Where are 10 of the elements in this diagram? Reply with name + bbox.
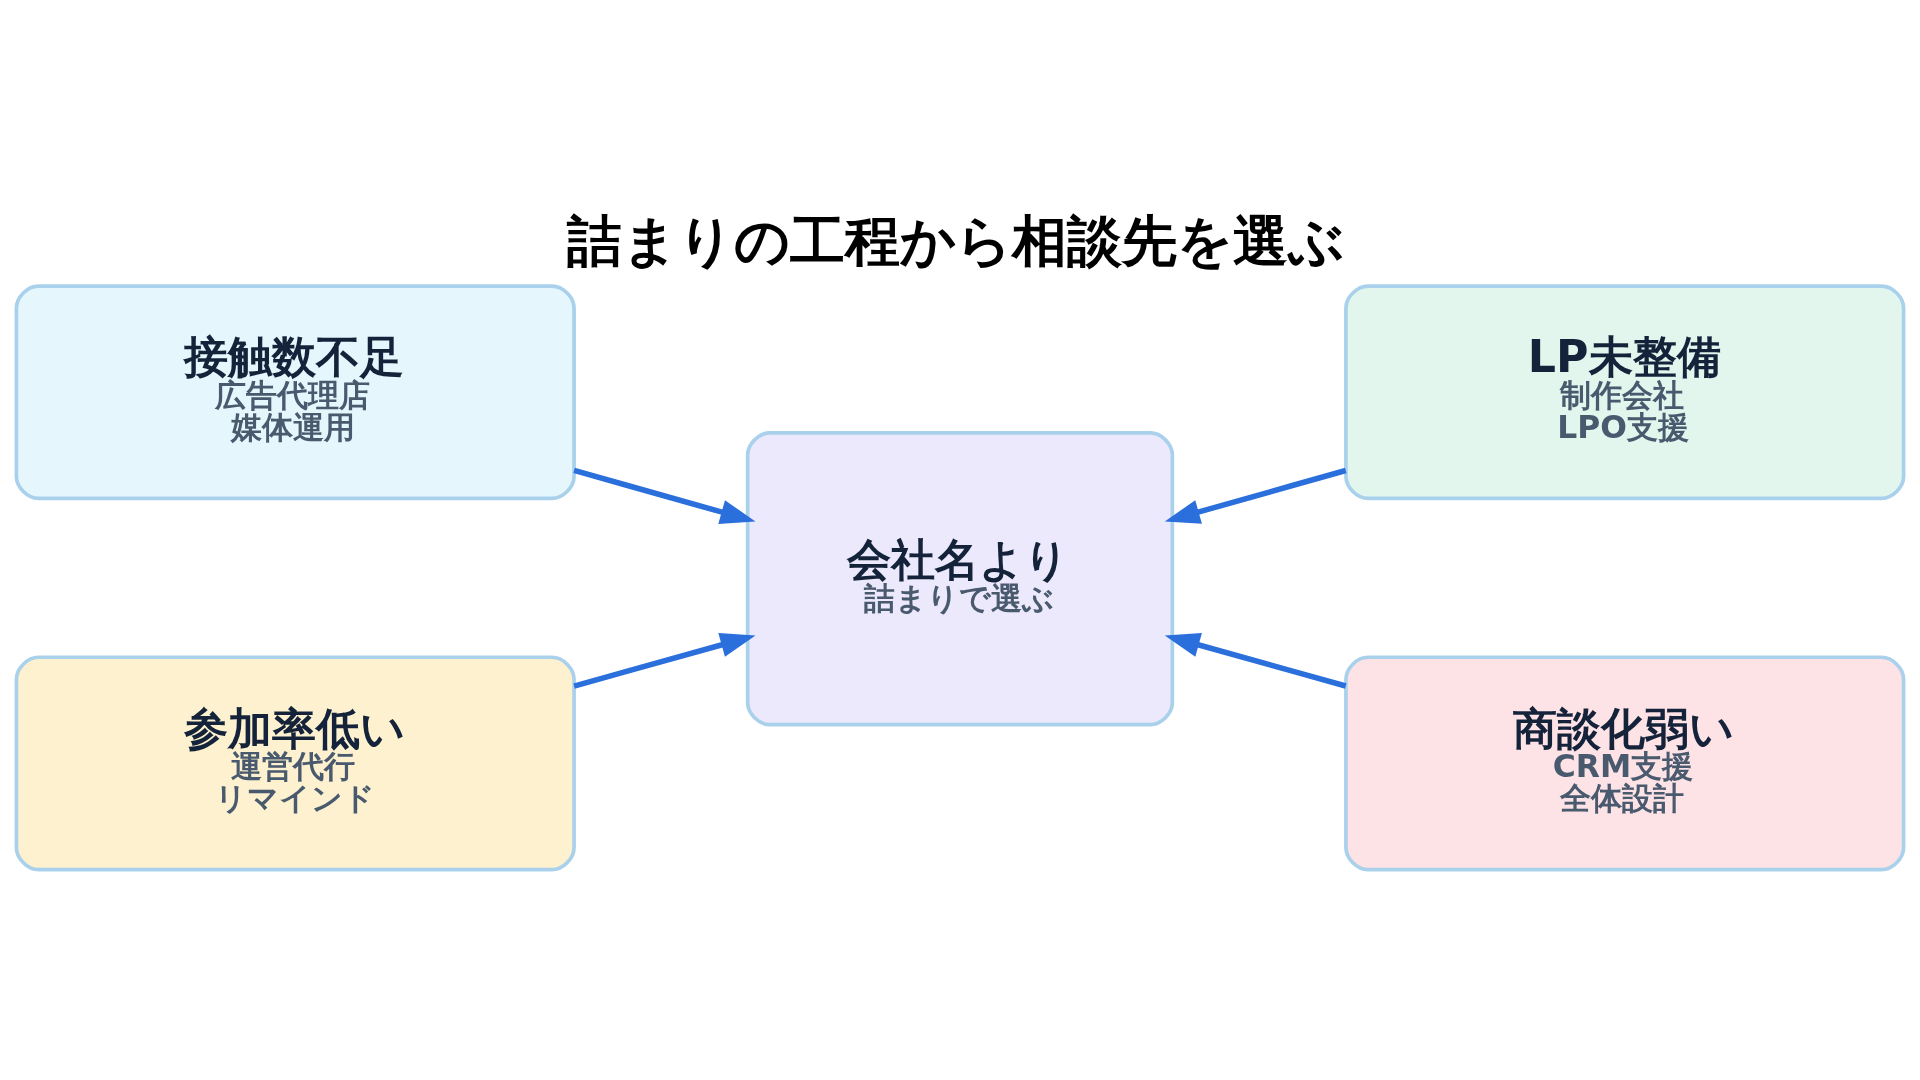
arrow [573,467,756,524]
arrow [573,633,756,689]
arrow [1164,633,1347,689]
node-box: 会社名より 詰まりで選ぶ [745,431,1175,727]
node-box: LP未整備 制作会社 LPO支援 [1344,284,1906,501]
node-box: 参加率低い 運営代行 リマインド [14,655,576,872]
arrow [1164,467,1347,524]
node-box: 商談化弱い CRM支援 全体設計 [1344,655,1906,872]
node-box: 接触数不足 広告代理店 媒体運用 [14,284,576,501]
diagram-title: 詰まりの工程から相談先を選ぶ [566,209,1344,274]
